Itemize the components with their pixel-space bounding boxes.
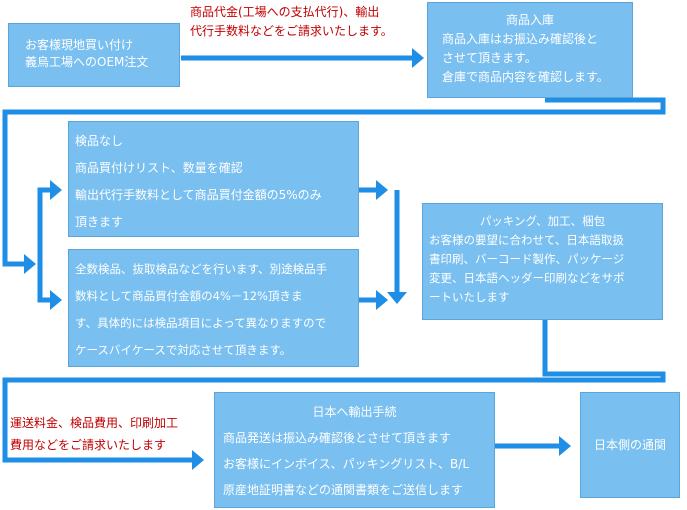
full-inspection-line: ケースバイケースで対応させて頂きます。 — [75, 343, 292, 357]
full-inspection-line: 数料として商品買付金額の4%－12%頂きま — [75, 289, 303, 303]
warehouse-line: 倉庫で商品内容を確認します。 — [442, 70, 609, 84]
warehouse-line: 商品入庫はお振込み確認後と — [442, 32, 599, 46]
full-inspection-line: 全数検品、抜取検品などを行います、別途検品手 — [75, 262, 328, 276]
packing-box: パッキング、加工、梱包 お客様の要望に合わせて、日本語取扱 書印刷、バーコード製… — [422, 203, 663, 320]
order-line: お客様現地買い付け — [25, 38, 134, 52]
packing-title: パッキング、加工、梱包 — [479, 214, 606, 228]
export-line: 原産地証明書などの通関書類をご送信します — [223, 483, 464, 497]
shipping-fee-note: 運送料金、検品費用、印刷加工 費用などをご請求いたします — [10, 412, 178, 456]
shipping-fee-line: 運送料金、検品費用、印刷加工 — [10, 416, 179, 430]
order-box: お客様現地買い付け 義烏工場へのOEM注文 — [8, 23, 180, 87]
export-line: 商品発送は振込み確認後とさせて頂きます — [223, 431, 452, 445]
export-title: 日本へ輸出手続 — [312, 405, 397, 419]
export-box: 日本へ輸出手続 商品発送は振込み確認後とさせて頂きます お客様にインボイス、パッ… — [214, 392, 495, 508]
no-inspection-line: 商品買付けリスト、数量を確認 — [75, 161, 243, 175]
full-inspection-box: 全数検品、抜取検品などを行います、別途検品手 数料として商品買付金額の4%－12… — [68, 249, 359, 367]
warehouse-box: 商品入庫 商品入庫はお振込み確認後と させて頂きます。 倉庫で商品内容を確認しま… — [427, 2, 633, 98]
packing-line: お客様の要望に合わせて、日本語取扱 — [429, 233, 624, 247]
customs-title: 日本側の通関 — [593, 438, 666, 452]
no-inspection-line: 輸出代行手数料として商品買付金額の5%のみ — [75, 188, 322, 202]
order-line: 義烏工場へのOEM注文 — [25, 55, 149, 69]
warehouse-line: させて頂きます。 — [442, 51, 537, 65]
warehouse-title: 商品入庫 — [505, 13, 554, 27]
agency-fee-line: 商品代金(工場への支払代行)、輸出 — [190, 5, 380, 19]
agency-fee-note: 商品代金(工場への支払代行)、輸出 代行手数料などをご請求いたします。 — [190, 3, 393, 41]
full-inspection-line: す、具体的には検品項目によって異なりますので — [75, 316, 327, 330]
shipping-fee-line: 費用などをご請求いたします — [10, 438, 167, 452]
arrow-branch-lower — [37, 264, 62, 310]
no-inspection-line: 頂きます — [75, 215, 124, 229]
agency-fee-line: 代行手数料などをご請求いたします。 — [190, 24, 393, 38]
arrow-branch-upper — [37, 180, 62, 264]
no-inspection-box: 検品なし 商品買付けリスト、数量を確認 輸出代行手数料として商品買付金額の5%の… — [68, 121, 359, 237]
packing-line: ートいたします — [429, 290, 510, 304]
no-inspection-line: 検品なし — [75, 134, 124, 148]
packing-line: 書印刷、バーコード製作、パッケージ — [429, 252, 625, 266]
connector-packing-to-export — [2, 320, 666, 470]
customs-box: 日本側の通関 — [580, 392, 680, 498]
packing-line: 変更、日本語ヘッダー印刷などをサポ — [429, 271, 625, 285]
connector-warehouse-to-branch — [2, 97, 666, 274]
export-line: お客様にインボイス、パッキングリスト、B/L — [223, 457, 470, 471]
